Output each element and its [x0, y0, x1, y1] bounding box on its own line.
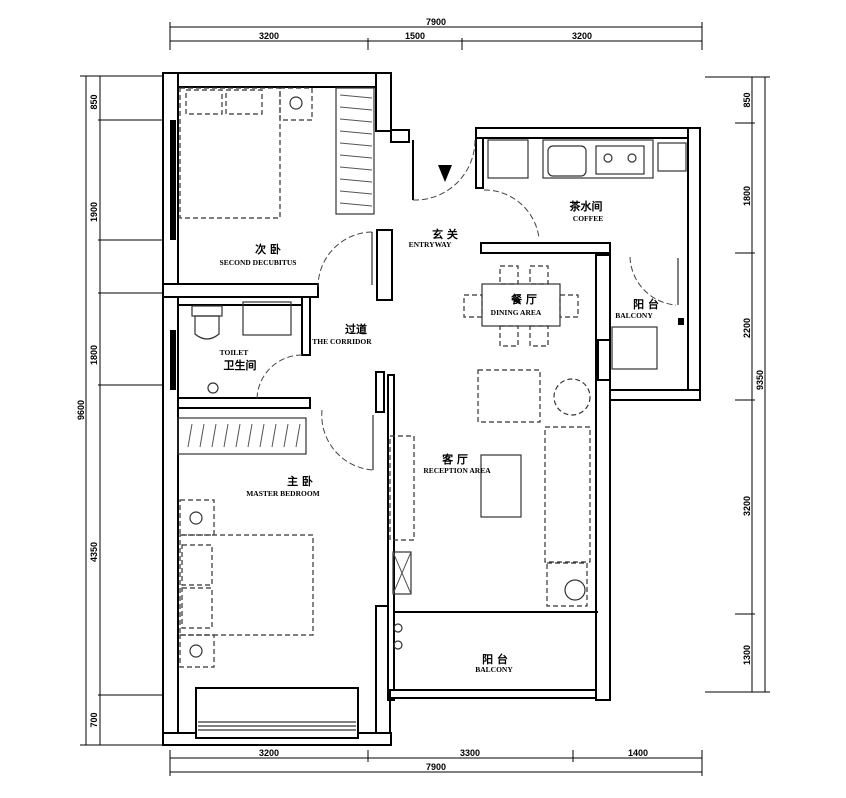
- dim-left-total: 9600: [76, 400, 86, 420]
- dim-bottom-2: 3300: [460, 748, 480, 758]
- label-dining-en: DINING AREA: [491, 308, 542, 317]
- wardrobe-master: [177, 417, 307, 455]
- dim-right-1: 850: [742, 92, 752, 107]
- counter: [542, 139, 654, 179]
- dim-left-3: 1800: [89, 345, 99, 365]
- dim-right-3: 2200: [742, 318, 752, 338]
- dimension-left: 850 1900 1800 4350 700 9600: [76, 75, 170, 746]
- dim-left-4: 4350: [89, 542, 99, 562]
- dimension-top: 7900 3200 1500 3200: [169, 17, 703, 50]
- washer-icon: [611, 326, 658, 370]
- label-entryway-cn: 玄 关: [432, 227, 458, 241]
- cabinet-icon: [392, 551, 412, 595]
- label-balcony-large-en: BALCONY: [475, 665, 513, 674]
- dim-bottom-1: 3200: [259, 748, 279, 758]
- label-coffee-en: COFFEE: [573, 214, 603, 223]
- label-toilet-cn: 卫生间: [224, 358, 257, 372]
- dim-top-1: 3200: [259, 31, 279, 41]
- label-coffee-cn: 茶水间: [569, 199, 603, 213]
- dim-top-2: 1500: [405, 31, 425, 41]
- label-dining-cn: 餐 厅: [510, 292, 537, 306]
- lamp-icon: [189, 511, 203, 525]
- label-entryway-en: ENTRYWAY: [409, 240, 452, 249]
- armchair: [477, 369, 541, 423]
- dimension-right: 850 1800 2200 3200 1300 9350: [705, 76, 770, 693]
- heater-icon: [657, 142, 687, 172]
- dim-left-1: 850: [89, 94, 99, 109]
- bed-second: [179, 87, 281, 219]
- entry-arrow-icon: [438, 165, 452, 182]
- room-labels: 次 卧 SECOND DECUBITUS 玄 关 ENTRYWAY 茶水间 CO…: [220, 199, 659, 674]
- sofa: [544, 426, 591, 563]
- toilet-tank: [191, 305, 223, 317]
- label-balcony-small-cn: 阳 台: [633, 297, 659, 311]
- dimension-bottom: 3200 3300 1400 7900: [169, 748, 703, 776]
- lamp-icon: [189, 644, 203, 658]
- label-master-bedroom-en: MASTER BEDROOM: [246, 489, 320, 498]
- label-corridor-en: THE CORRIDOR: [312, 337, 372, 346]
- dim-right-5: 1300: [742, 645, 752, 665]
- plant-icon: [553, 378, 591, 416]
- dim-bottom-3: 1400: [628, 748, 648, 758]
- walls: [162, 72, 701, 746]
- label-balcony-small-en: BALCONY: [615, 311, 653, 320]
- coffee-table: [480, 454, 522, 518]
- label-reception-en: RECEPTION AREA: [423, 466, 491, 475]
- label-reception-cn: 客 厅: [441, 452, 468, 466]
- label-master-bedroom-cn: 主 卧: [287, 474, 313, 488]
- wardrobe-second: [335, 87, 375, 215]
- dim-left-5: 700: [89, 712, 99, 727]
- basin-icon: [242, 301, 292, 336]
- doors[interactable]: [256, 139, 679, 613]
- dim-right-4: 3200: [742, 496, 752, 516]
- lamp-icon: [289, 96, 303, 110]
- label-second-bedroom-cn: 次 卧: [255, 242, 281, 256]
- sink-icon: [547, 145, 587, 177]
- label-balcony-large-cn: 阳 台: [482, 652, 508, 666]
- bed-master: [179, 534, 314, 636]
- fridge-icon: [487, 139, 529, 179]
- label-second-bedroom-en: SECOND DECUBITUS: [220, 258, 297, 267]
- furniture: [177, 87, 687, 668]
- stove-icon: [595, 145, 645, 175]
- dim-left-2: 1900: [89, 202, 99, 222]
- dim-right-total: 9350: [755, 370, 765, 390]
- dim-top-3: 3200: [572, 31, 592, 41]
- tv-cabinet: [389, 435, 415, 541]
- label-toilet-en: TOILET: [220, 348, 249, 357]
- label-corridor-cn: 过道: [345, 322, 367, 336]
- toilet-icon: [194, 315, 220, 340]
- dim-right-2: 1800: [742, 186, 752, 206]
- dim-top-total: 7900: [426, 17, 446, 27]
- dim-bottom-total: 7900: [426, 762, 446, 772]
